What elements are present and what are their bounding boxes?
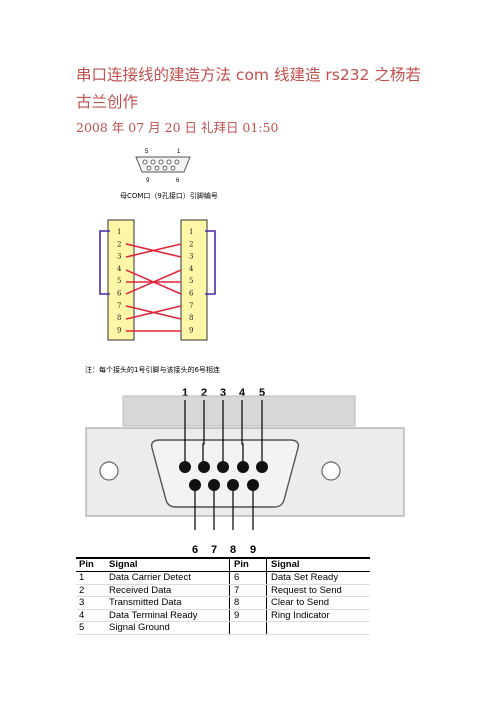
table-cell: 3 [79, 597, 85, 608]
left-pin-label: 7 [117, 302, 121, 310]
table-cell [229, 622, 266, 634]
table-cell: 1 [79, 572, 85, 583]
right-pin-label: 3 [189, 253, 193, 261]
table-cell: Received Data [109, 584, 172, 596]
right-pin-label: 2 [189, 240, 193, 248]
table-header-row: Pin Signal Pin Signal [76, 557, 370, 572]
bottom-pin-number: 9 [250, 544, 256, 556]
top-pin-number: 1 [182, 387, 188, 399]
document-title: 串口连接线的建造方法 com 线建造 rs232 之杨若古兰创作 [76, 66, 421, 111]
connector-caption: 母COM口（9孔接口）引脚编号 [120, 191, 218, 200]
table-cell: Data Terminal Ready [109, 609, 198, 621]
table-cell: 9 [229, 609, 266, 621]
header-signal: Signal [109, 559, 138, 570]
diagrams: 5 1 9 6 母COM口（9孔接口）引脚编号 1 2 3 4 5 6 7 8 9 1 2 3 4 5 6 7… [85, 149, 405, 556]
pin-leads [184, 400, 263, 530]
wiring-note: 注：每个接头的1号引脚与该接头的6号相连 [85, 365, 220, 374]
left-pin-label: 4 [117, 265, 122, 273]
table-row: 4 Data Terminal Ready 9 Ring Indicator [76, 609, 370, 622]
right-pin-label: 5 [189, 277, 193, 285]
top-pin-number: 5 [259, 387, 265, 399]
left-pin-label: 5 [117, 277, 121, 285]
db9-small-diagram: 5 1 9 6 母COM口（9孔接口）引脚编号 [120, 149, 218, 200]
left-pin-label: 6 [117, 290, 122, 298]
right-pin-label: 7 [189, 302, 193, 310]
table-cell: Data Carrier Detect [109, 572, 191, 583]
table-cell: Signal Ground [109, 622, 170, 633]
top-pin-number: 2 [201, 387, 207, 399]
table-cell: 2 [79, 584, 85, 596]
table-row: 2 Received Data 7 Request to Send [76, 584, 370, 597]
right-pin-label: 4 [189, 265, 194, 273]
right-pin-label: 6 [189, 290, 194, 298]
left-pin-label: 1 [117, 228, 121, 236]
left-connector-block [107, 219, 135, 341]
db9-large-diagram: 1 2 3 4 5 6 7 8 9 [85, 387, 405, 556]
bottom-pin-number: 7 [211, 544, 217, 556]
table-row: 1 Data Carrier Detect 6 Data Set Ready [76, 572, 370, 585]
right-pin-label: 8 [189, 314, 193, 322]
table-cell: 6 [229, 572, 266, 584]
connector-d-shell [150, 439, 300, 508]
table-cell: 4 [79, 609, 85, 621]
table-row: 5 Signal Ground [76, 622, 370, 635]
bottom-pin-number: 6 [192, 544, 198, 556]
table-cell: Ring Indicator [266, 609, 370, 621]
left-pin-label: 8 [117, 314, 121, 322]
right-pin-label: 1 [189, 228, 193, 236]
pin-label-top-right: 1 [177, 149, 181, 155]
header-signal-2: Signal [266, 559, 370, 571]
table-row: 3 Transmitted Data 8 Clear to Send [76, 597, 370, 610]
header-pin: Pin [79, 559, 94, 570]
pin-holes [179, 461, 268, 491]
left-pin-label: 2 [117, 240, 121, 248]
table-cell: 8 [229, 597, 266, 609]
header-pin-2: Pin [229, 559, 266, 571]
mounting-hole-right [321, 461, 341, 481]
pin-label-bottom-right: 6 [176, 178, 180, 184]
table-cell: Data Set Ready [266, 572, 370, 584]
pin-label-bottom-left: 9 [146, 178, 150, 184]
table-cell: Clear to Send [266, 597, 370, 609]
top-pin-number: 4 [239, 387, 246, 399]
table-cell: 7 [229, 584, 266, 596]
crossover-wiring-diagram: 1 2 3 4 5 6 7 8 9 1 2 3 4 5 6 7 8 9 注：每个接头的1号引脚与该接头的6号相连 [85, 219, 220, 374]
left-pin-label: 9 [117, 326, 121, 334]
right-pin-label: 9 [189, 326, 193, 334]
cross-wires [125, 243, 182, 332]
table-cell: Transmitted Data [109, 597, 182, 608]
top-pin-number: 3 [220, 387, 226, 399]
table-cell [266, 622, 370, 634]
table-cell: 5 [79, 622, 85, 633]
table-cell: Request to Send [266, 584, 370, 596]
pin-label-top-left: 5 [145, 149, 149, 155]
pinout-table: Pin Signal Pin Signal 1 Data Carrier Det… [76, 557, 370, 635]
left-pin-label: 3 [117, 253, 121, 261]
right-connector-block [180, 219, 208, 341]
bottom-pin-number: 8 [230, 544, 236, 556]
loopback-wires [99, 230, 216, 295]
post-date: 2008 年 07 月 20 日 礼拜日 01:50 [76, 120, 279, 135]
connector-back-plate [122, 395, 356, 427]
connector-shell [135, 156, 191, 173]
mounting-hole-left [99, 461, 119, 481]
